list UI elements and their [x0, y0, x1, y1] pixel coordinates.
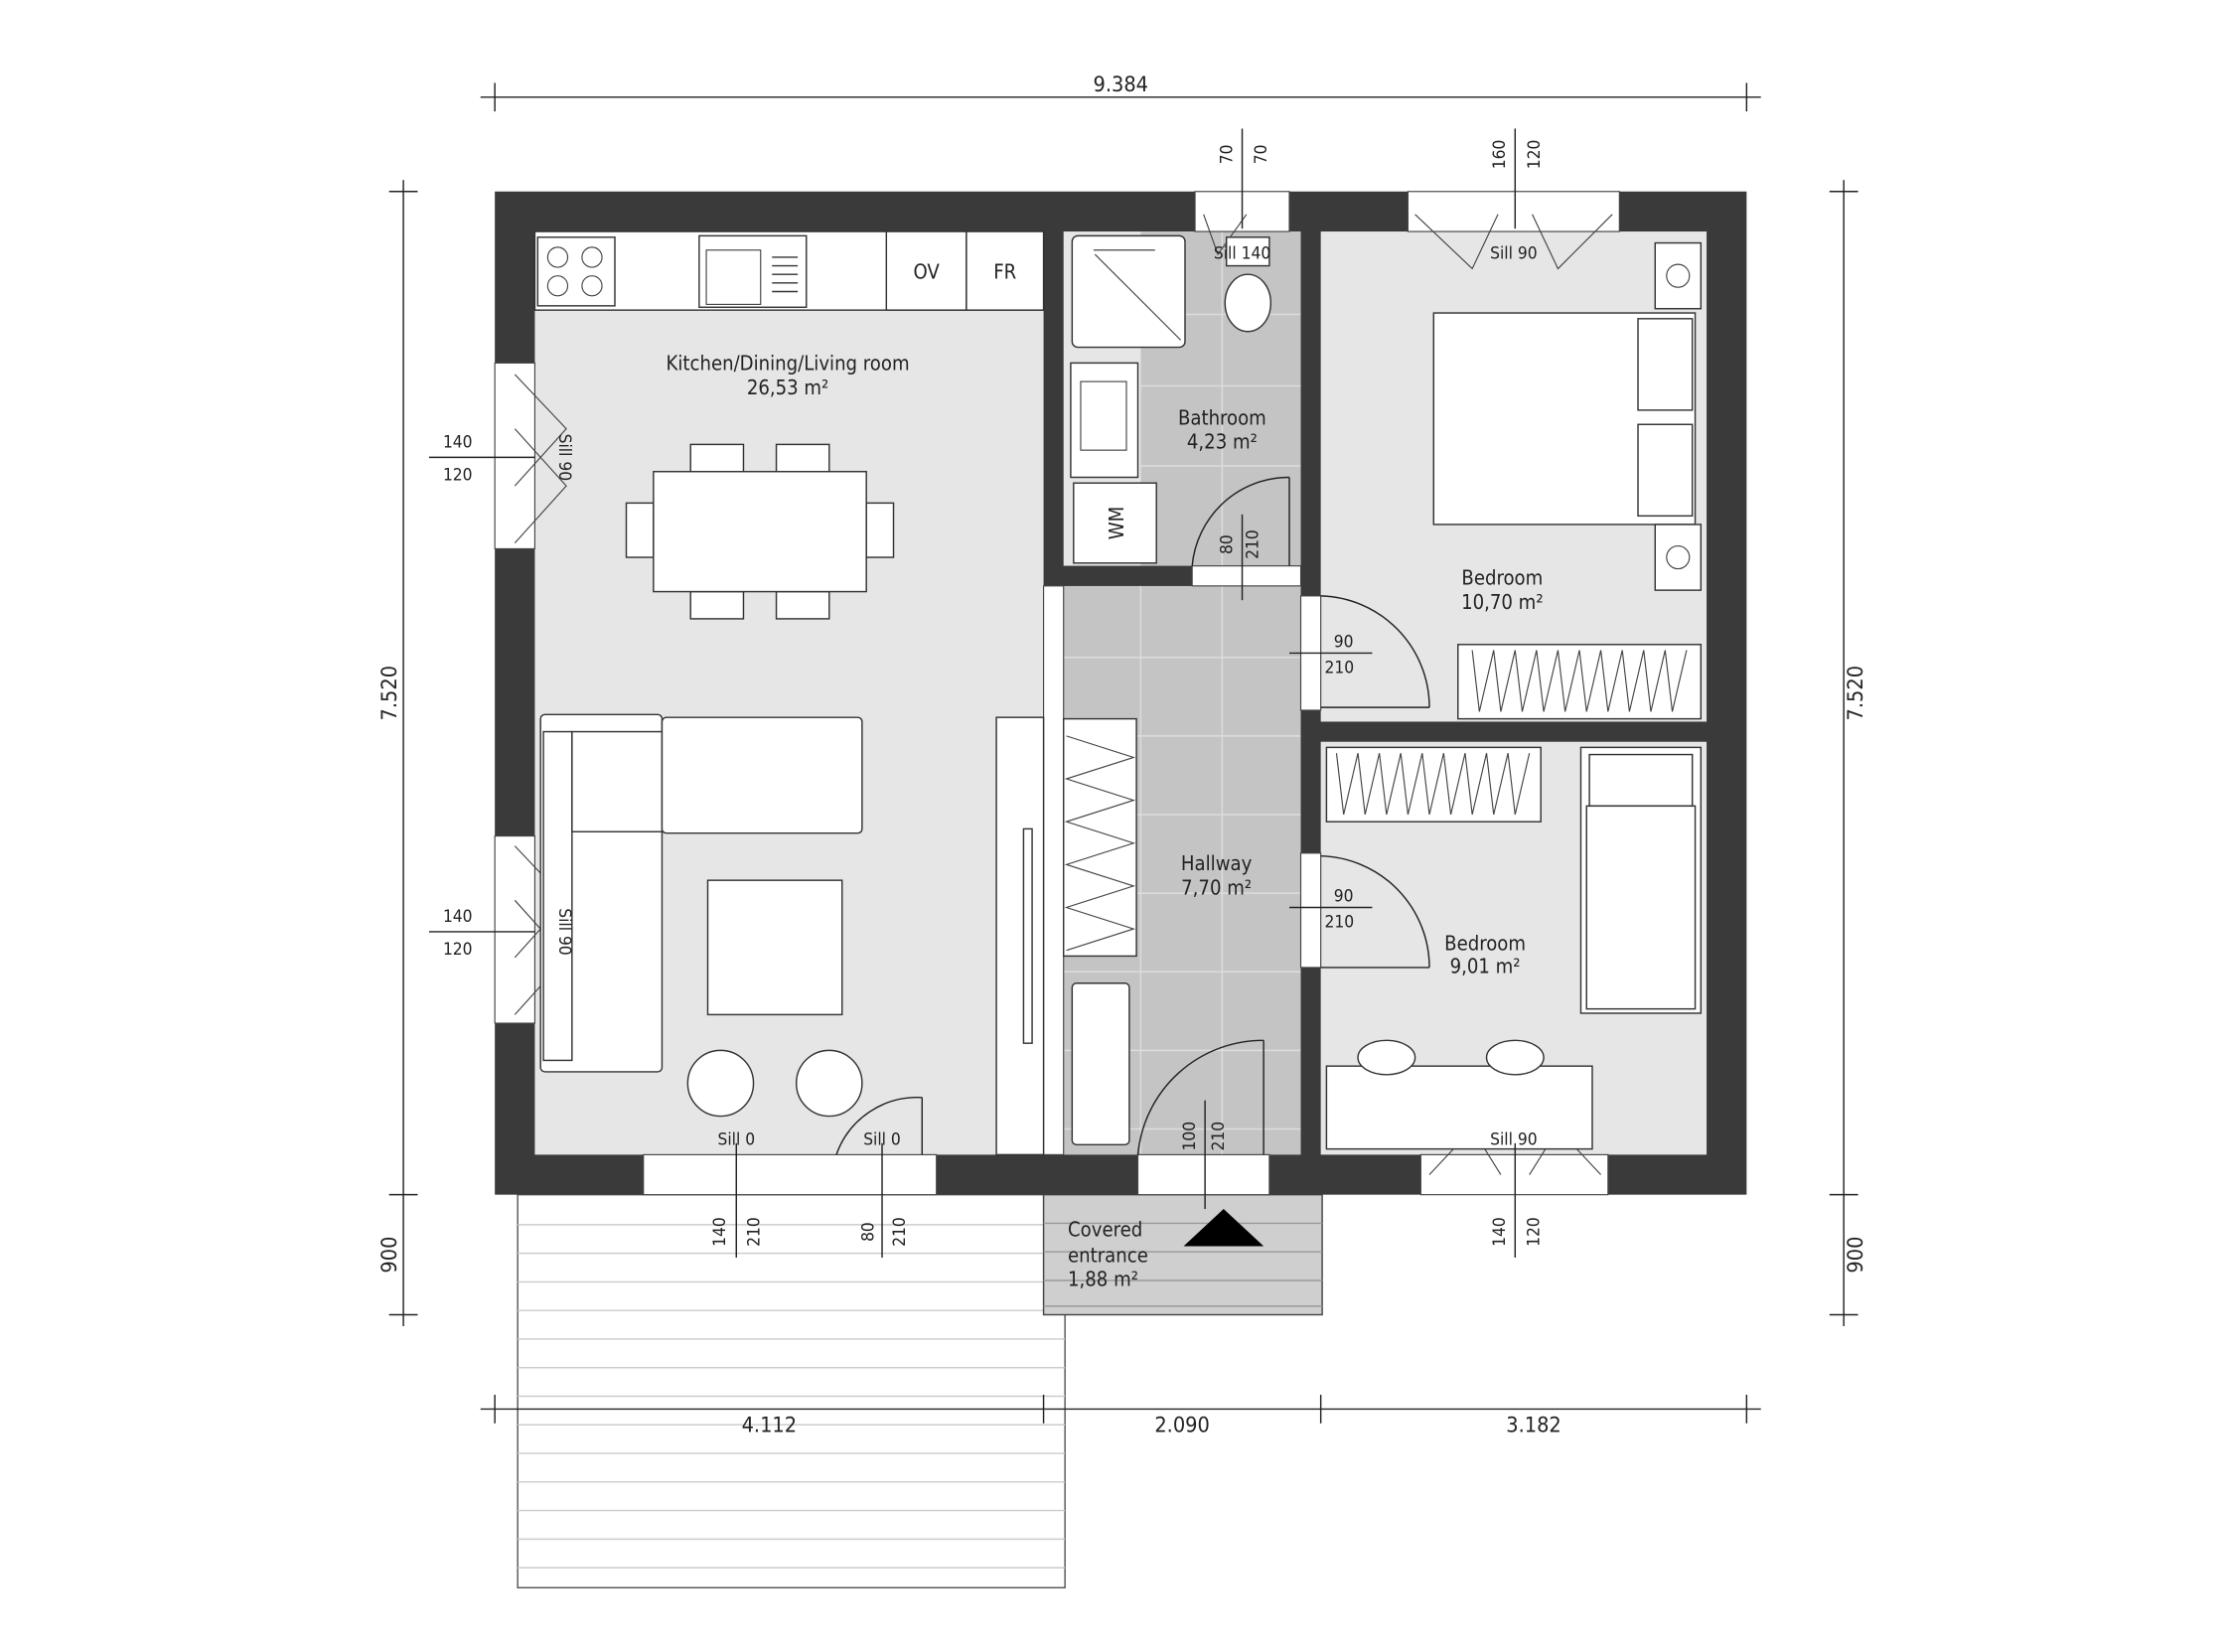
- toilet-icon: [1224, 236, 1272, 333]
- entrance-door-opening: [1136, 1153, 1270, 1196]
- stove-icon: [536, 236, 616, 307]
- sofa: [539, 713, 863, 1073]
- bedroom1-area: 10,70 m²: [1461, 590, 1543, 614]
- bedroom1-wardrobe: [1457, 644, 1703, 720]
- kitchen-bottom-window-height: 210: [744, 1217, 764, 1247]
- sink-icon: [698, 234, 808, 309]
- bedroom2-name: Bedroom: [1444, 932, 1526, 956]
- bed2-window-height: 120: [1525, 1217, 1545, 1247]
- bath-window-width: 70: [1217, 144, 1237, 164]
- bathroom-name: Bathroom: [1178, 405, 1266, 429]
- bed1-door-width: 90: [1334, 633, 1354, 653]
- kitchen-room-name: Kitchen/Dining/Living room: [667, 352, 910, 375]
- kitchen-window-lower-height: 120: [443, 940, 473, 960]
- kitchen-window-upper-width: 140: [443, 432, 473, 452]
- bathroom-area: 4,23 m²: [1187, 430, 1258, 454]
- bedroom2-wardrobe: [1325, 746, 1542, 823]
- bath-window-height: 70: [1252, 144, 1271, 164]
- kitchen-bottom-window-sill: Sill 0: [717, 1129, 755, 1149]
- dim-right-height: 7.520: [1844, 666, 1868, 721]
- dim-bottom-2: 2.090: [1154, 1413, 1210, 1437]
- entrance-name-1: Covered: [1068, 1217, 1142, 1241]
- bath-door-height: 210: [1243, 529, 1263, 559]
- bed1-window-sill: Sill 90: [1490, 243, 1537, 263]
- dim-top-total: 9.384: [1093, 73, 1148, 97]
- dim-left-entrance: 900: [377, 1237, 402, 1274]
- hall-kitchen-opening: [1042, 585, 1065, 1155]
- nightstand: [1654, 241, 1703, 591]
- entrance-arrow-icon: [1183, 1209, 1264, 1247]
- entrance-door-height: 210: [1209, 1122, 1229, 1151]
- kitchen-window-lower-sill: Sill 90: [554, 908, 574, 955]
- desk: [1325, 1065, 1593, 1150]
- bed1-window-height: 120: [1525, 140, 1545, 170]
- desk-chair: [1357, 1039, 1545, 1076]
- bathroom-door-opening: [1191, 565, 1302, 587]
- kitchen-window-upper: [494, 362, 536, 549]
- terrace: [517, 1193, 1066, 1588]
- oven: [885, 230, 967, 311]
- kitchen-room-area: 26,53 m²: [747, 375, 828, 399]
- shower: [1071, 234, 1186, 349]
- dim-bottom-1: 4.112: [742, 1413, 798, 1437]
- bath-door-width: 80: [1217, 534, 1237, 554]
- bedroom2-area: 9,01 m²: [1450, 955, 1521, 978]
- kitchen-window-lower-width: 140: [443, 907, 473, 927]
- entrance-door-width: 100: [1180, 1122, 1200, 1151]
- tv-icon: [1022, 827, 1033, 1044]
- bed2-window-sill: Sill 90: [1490, 1129, 1537, 1149]
- shoe-cabinet: [1071, 982, 1130, 1146]
- fridge: [966, 230, 1045, 311]
- entrance-name-2: entrance: [1068, 1243, 1148, 1267]
- dimension-lines: [388, 82, 1858, 1424]
- hallway-wardrobe: [1062, 717, 1137, 958]
- kitchen-counter: [533, 230, 1045, 311]
- bedroom1-name: Bedroom: [1461, 565, 1543, 589]
- washing-machine: [1073, 482, 1157, 564]
- hallway-area: 7,70 m²: [1181, 876, 1252, 900]
- kitchen-terrace-door: [643, 1153, 938, 1196]
- bedroom1-window: [1407, 191, 1620, 232]
- covered-entrance: [1042, 1193, 1323, 1316]
- washing-machine-label: WM: [1105, 507, 1128, 540]
- kitchen-bottom-window-width: 140: [710, 1217, 730, 1247]
- bed1-window-width: 160: [1490, 140, 1510, 170]
- dim-right-entrance: 900: [1844, 1237, 1868, 1274]
- bed2-door-width: 90: [1334, 887, 1354, 907]
- bath-window-sill: Sill 140: [1214, 243, 1270, 263]
- hallway-name: Hallway: [1181, 851, 1253, 875]
- fridge-label: FR: [993, 260, 1016, 284]
- bedroom2-door-opening: [1299, 852, 1322, 969]
- stool: [795, 1049, 863, 1118]
- kitchen-window-lower: [494, 834, 536, 1024]
- stool: [686, 1049, 755, 1118]
- kitchen-bottom-door-sill: Sill 0: [863, 1129, 901, 1149]
- oven-label: OV: [913, 260, 940, 284]
- bed2-window-width: 140: [1490, 1217, 1510, 1247]
- dining-table: [625, 443, 895, 620]
- coffee-table: [706, 879, 843, 1016]
- kitchen-window-upper-sill: Sill 90: [554, 434, 574, 481]
- washbasin-icon: [1070, 362, 1139, 479]
- kitchen-window-upper-height: 120: [443, 465, 473, 485]
- double-bed: [1432, 312, 1697, 526]
- entrance-area: 1,88 m²: [1068, 1268, 1138, 1291]
- dim-left-height: 7.520: [377, 666, 402, 721]
- tv-cabinet: [995, 716, 1045, 1156]
- bed1-door-height: 210: [1325, 659, 1355, 678]
- bed2-door-height: 210: [1325, 913, 1355, 933]
- kitchen-bottom-door-width: 80: [858, 1222, 878, 1242]
- bedrooms-wall: [1320, 721, 1708, 742]
- kitchen-bottom-door-height: 210: [890, 1217, 910, 1247]
- dim-bottom-3: 3.182: [1506, 1413, 1561, 1437]
- single-bed: [1579, 746, 1703, 1014]
